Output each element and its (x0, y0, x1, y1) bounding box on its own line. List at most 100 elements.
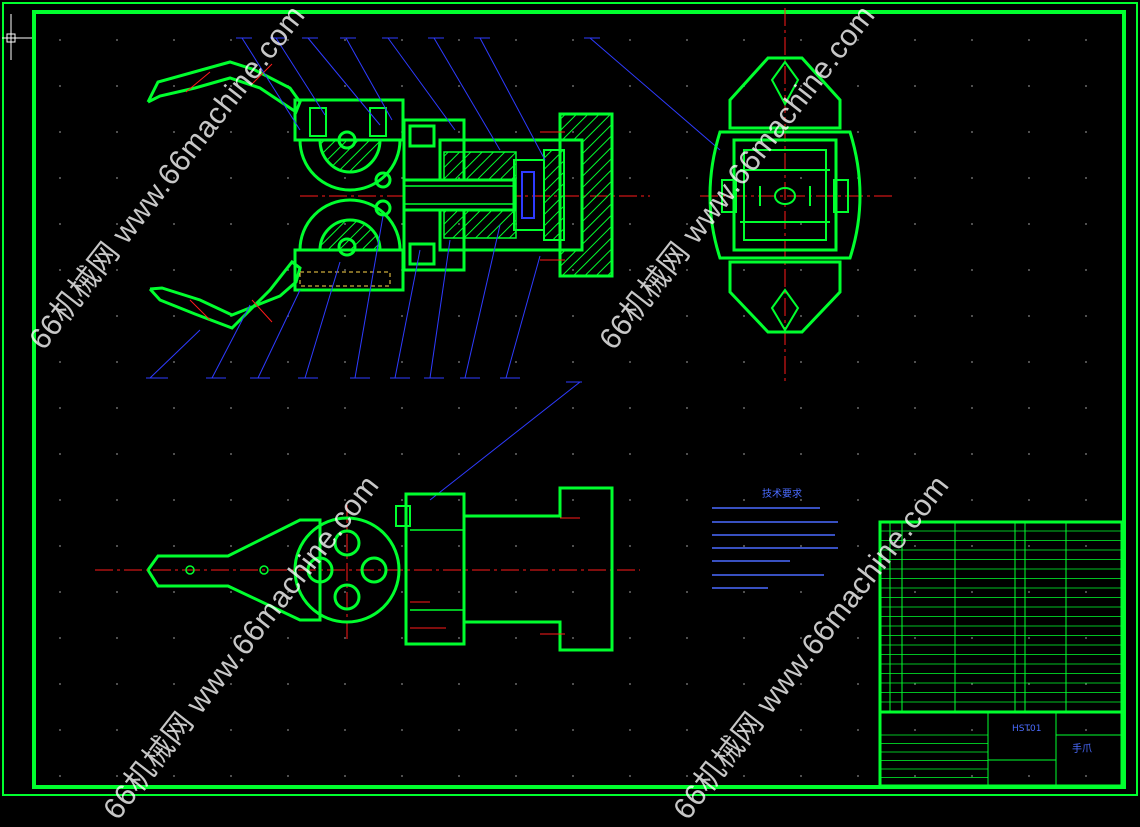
grid-dot (1028, 361, 1030, 363)
cad-drawing-canvas[interactable] (0, 0, 1140, 798)
grid-dot (1028, 637, 1030, 639)
grid-dot (629, 683, 631, 685)
grid-dot (629, 453, 631, 455)
grid-dot (800, 85, 802, 87)
grid-dot (914, 499, 916, 501)
grid-dot (344, 85, 346, 87)
grid-dot (1085, 39, 1087, 41)
grid-dot (914, 269, 916, 271)
grid-dot (686, 269, 688, 271)
grid-dot (230, 85, 232, 87)
grid-dot (857, 499, 859, 501)
grid-dot (629, 315, 631, 317)
grid-dot (800, 39, 802, 41)
grid-dot (914, 545, 916, 547)
top-view (146, 486, 614, 652)
grid-dot (458, 453, 460, 455)
grid-dot (686, 729, 688, 731)
grid-dot (173, 85, 175, 87)
grid-dot (971, 545, 973, 547)
grid-dot (173, 591, 175, 593)
grid-dot (1028, 177, 1030, 179)
inner-frame (32, 10, 1126, 789)
grid-dot (515, 775, 517, 777)
grid-dot (971, 223, 973, 225)
side-upper-finger (728, 56, 842, 130)
grid-dot (686, 499, 688, 501)
grid-dot (686, 85, 688, 87)
grid-dot (116, 223, 118, 225)
grid-dot (629, 775, 631, 777)
grid-dot (173, 361, 175, 363)
grid-dot (59, 729, 61, 731)
grid-dot (59, 361, 61, 363)
grid-dot (230, 729, 232, 731)
grid-dot (1085, 223, 1087, 225)
grid-dot (914, 407, 916, 409)
grid-dot (59, 407, 61, 409)
tech-requirements-title: 技术要求 (762, 489, 802, 500)
grid-dot (857, 39, 859, 41)
grid-dot (1085, 729, 1087, 731)
grid-dot (344, 499, 346, 501)
grid-dot (572, 637, 574, 639)
grid-dot (743, 637, 745, 639)
grid-dots (59, 39, 1087, 777)
grid-dot (515, 39, 517, 41)
grid-dot (344, 545, 346, 547)
grid-dot (401, 591, 403, 593)
grid-dot (458, 499, 460, 501)
grid-dot (173, 177, 175, 179)
grid-dot (914, 453, 916, 455)
grid-dot (971, 407, 973, 409)
grid-dot (515, 131, 517, 133)
grid-dot (743, 407, 745, 409)
grid-dot (230, 269, 232, 271)
grid-dot (1028, 499, 1030, 501)
grid-dot (116, 39, 118, 41)
grid-dot (344, 269, 346, 271)
grid-dot (914, 637, 916, 639)
grid-dot (515, 729, 517, 731)
grid-dot (857, 729, 859, 731)
grid-dot (914, 729, 916, 731)
grid-dot (230, 407, 232, 409)
grid-dot (1085, 131, 1087, 133)
grid-dot (458, 683, 460, 685)
grid-dot (743, 545, 745, 547)
grid-dot (1028, 453, 1030, 455)
grid-dot (1028, 269, 1030, 271)
grid-dot (173, 499, 175, 501)
grid-dot (857, 637, 859, 639)
grid-dot (173, 315, 175, 317)
grid-dot (800, 683, 802, 685)
grid-dot (914, 177, 916, 179)
grid-dot (800, 223, 802, 225)
grid-dot (572, 177, 574, 179)
grid-dot (59, 269, 61, 271)
grid-dot (629, 729, 631, 731)
grid-dot (743, 39, 745, 41)
grid-dot (686, 591, 688, 593)
grid-dot (458, 729, 460, 731)
grid-dot (629, 39, 631, 41)
grid-dot (800, 729, 802, 731)
grid-dot (857, 545, 859, 547)
grid-dot (686, 315, 688, 317)
grid-dot (743, 591, 745, 593)
grid-dot (914, 591, 916, 593)
grid-dot (572, 729, 574, 731)
grid-dot (515, 269, 517, 271)
grid-dot (857, 407, 859, 409)
grid-dot (1028, 131, 1030, 133)
grid-dot (401, 453, 403, 455)
grid-dot (800, 315, 802, 317)
grid-dot (173, 545, 175, 547)
grid-dot (401, 223, 403, 225)
grid-dot (629, 269, 631, 271)
grid-dot (629, 85, 631, 87)
grid-dot (800, 545, 802, 547)
grid-dot (1085, 545, 1087, 547)
grid-dot (572, 453, 574, 455)
grid-dot (971, 729, 973, 731)
